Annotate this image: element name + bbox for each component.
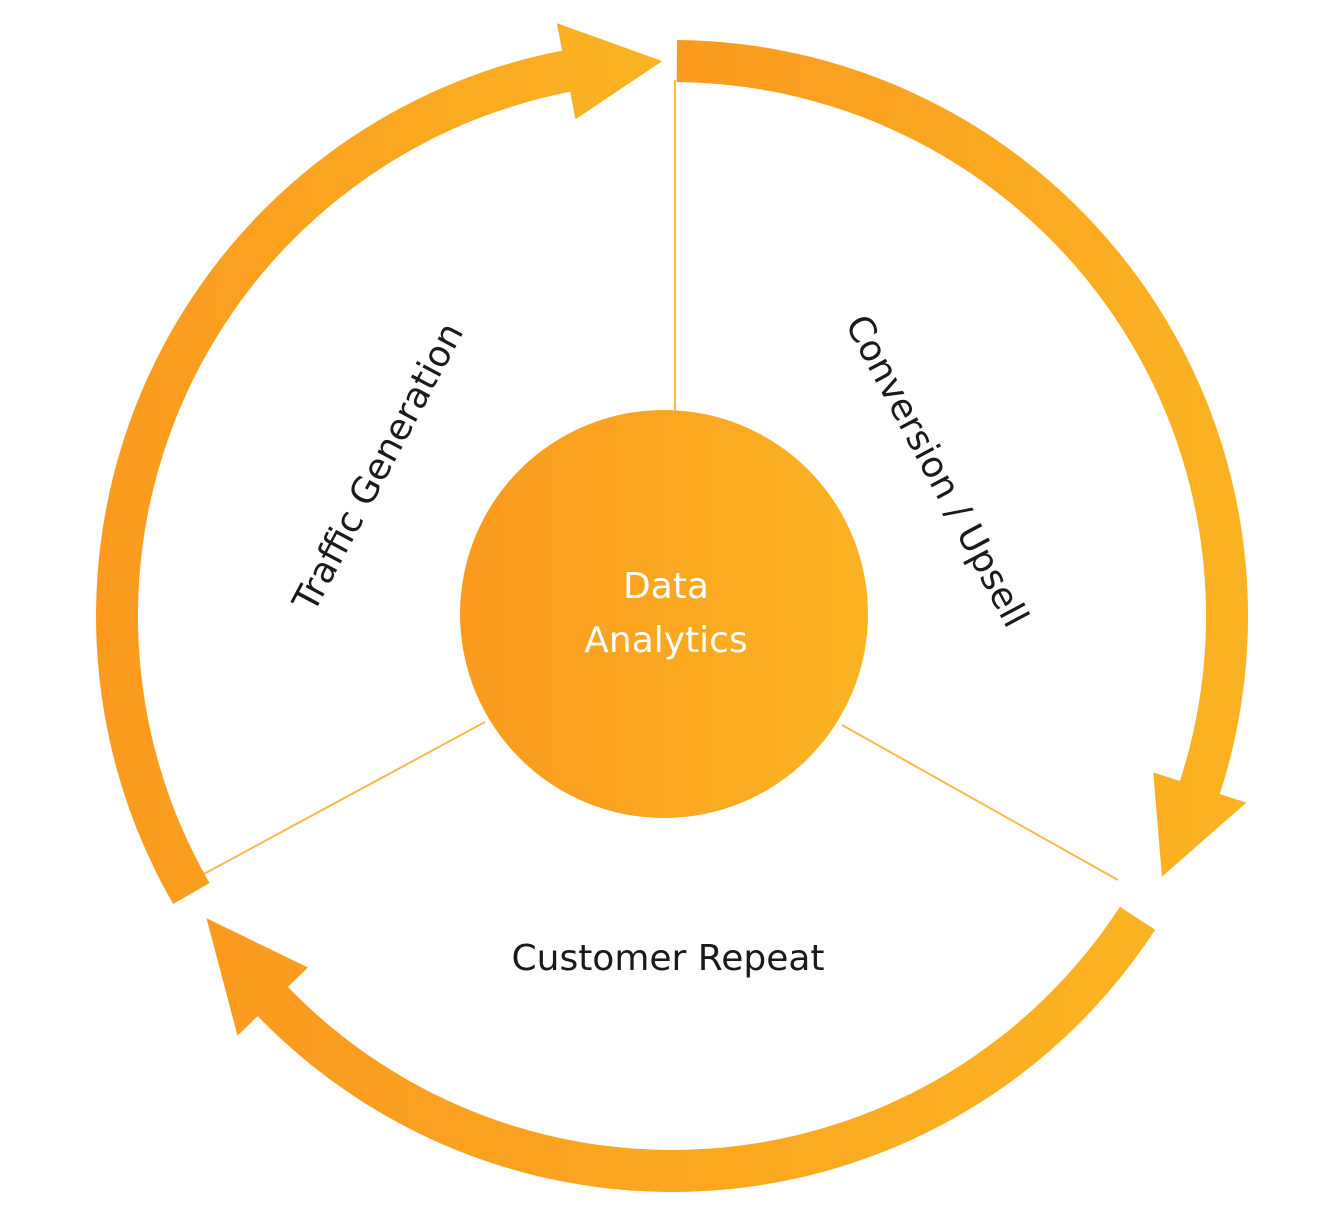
center-label-line2: Analytics bbox=[584, 620, 747, 661]
center-label-line1: Data bbox=[623, 566, 709, 607]
conversion-upsell-label: Conversion / Upsell bbox=[837, 308, 1036, 634]
conversion-upsell-arrow bbox=[676, 40, 1249, 877]
data-analytics-circle bbox=[460, 410, 868, 818]
traffic-generation-label: Traffic Generation bbox=[285, 316, 472, 619]
traffic-generation-arrow bbox=[96, 23, 663, 905]
customer-repeat-label: Customer Repeat bbox=[511, 938, 824, 979]
customer-repeat-arrow bbox=[206, 906, 1156, 1192]
divider-line-left bbox=[177, 721, 486, 889]
divider-line-right bbox=[841, 724, 1119, 881]
